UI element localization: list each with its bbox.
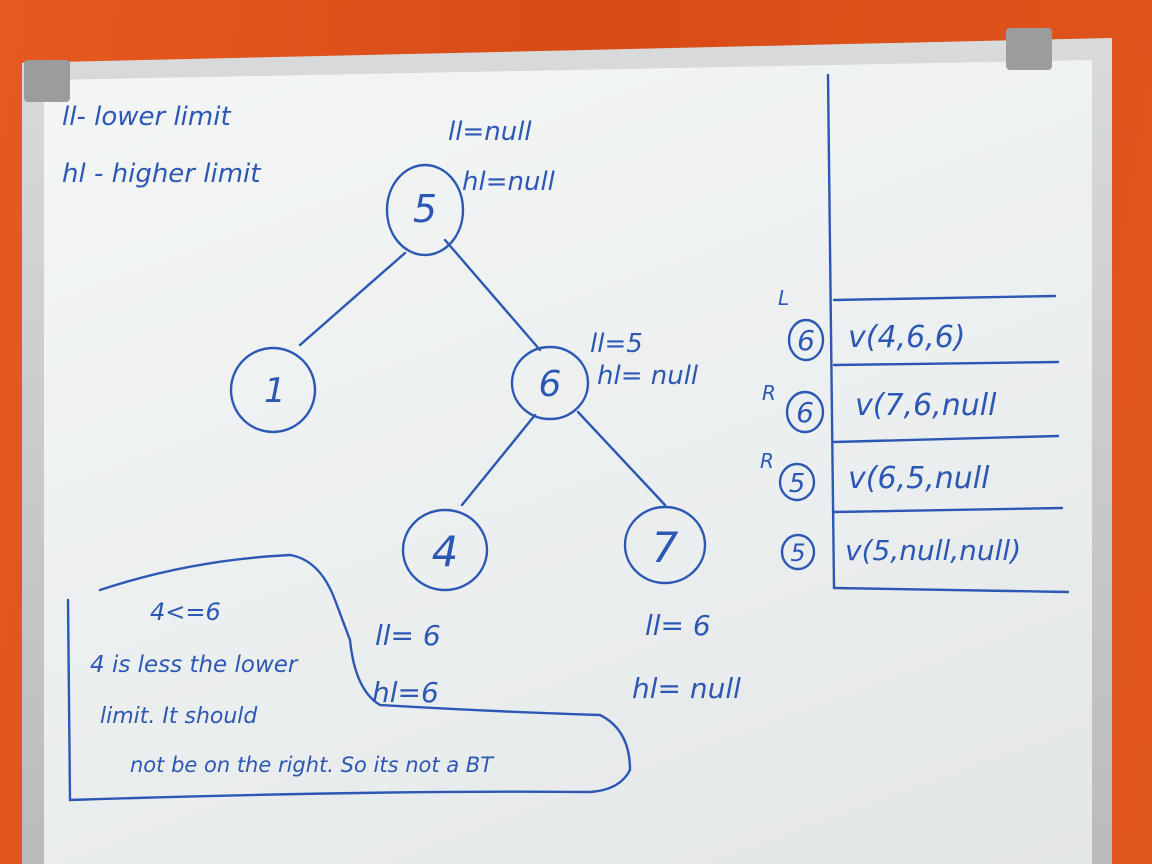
note-line-2: 4 is less the lower xyxy=(90,652,299,678)
node-circle xyxy=(229,346,317,434)
node-value: 5 xyxy=(413,187,437,231)
tree-node-left: 1 xyxy=(229,346,317,434)
note-line-1: 4<=6 xyxy=(150,598,221,626)
note-line-3: limit. It should xyxy=(100,704,258,729)
node4-higher-limit: hl=6 xyxy=(372,676,439,709)
frame-corner-top-right xyxy=(1006,28,1052,70)
frame-node: 6 xyxy=(796,396,814,429)
stack-line-1 xyxy=(832,294,1057,302)
frame-call: v(4,6,6) xyxy=(848,320,966,355)
node-circle xyxy=(385,163,465,257)
stack-line-2 xyxy=(832,360,1060,367)
stack-left-wall xyxy=(826,73,836,590)
right-higher-limit: hl= null xyxy=(597,361,699,391)
tree-edges xyxy=(298,238,667,507)
frame-call: v(6,5,null xyxy=(848,461,990,496)
frame-marker: R xyxy=(760,449,774,473)
node4-lower-limit: ll= 6 xyxy=(375,619,441,652)
frame-node: 5 xyxy=(790,539,805,567)
tree-node-right: 6 xyxy=(510,345,590,421)
stack-line-5 xyxy=(832,586,1070,594)
edge-5-1 xyxy=(298,251,407,347)
frame-corner-top-left xyxy=(24,60,70,102)
note-line-4: not be on the right. So its not a BT xyxy=(130,753,495,777)
whiteboard-surface xyxy=(44,60,1092,864)
stack-frame: R 5 v(6,5,null xyxy=(760,449,990,502)
node-value: 4 xyxy=(432,527,459,576)
legend-lower-limit: ll- lower limit xyxy=(62,102,231,132)
edge-6-7 xyxy=(576,410,667,507)
edge-6-4 xyxy=(460,413,537,507)
frame-call: v(5,null,null) xyxy=(845,534,1021,567)
root-lower-limit: ll=null xyxy=(448,117,532,147)
node7-lower-limit: ll= 6 xyxy=(645,609,711,642)
frame-node: 5 xyxy=(789,469,806,499)
stack-line-4 xyxy=(832,506,1064,514)
frame-node-circle xyxy=(785,390,825,434)
node7-higher-limit: hl= null xyxy=(632,672,741,705)
frame-node-circle xyxy=(787,318,825,362)
frame-node-circle xyxy=(780,533,816,571)
frame-node: 6 xyxy=(797,324,815,357)
stack-line-3 xyxy=(832,434,1060,444)
stack-frame: L 6 v(4,6,6) xyxy=(778,286,966,362)
legend-higher-limit: hl - higher limit xyxy=(62,159,261,189)
stack-frame: R 6 v(7,6,null xyxy=(762,381,997,434)
tree-node-root: 5 xyxy=(385,163,465,257)
node-value: 1 xyxy=(264,371,286,411)
node-circle xyxy=(623,505,707,585)
right-lower-limit: ll=5 xyxy=(590,329,643,359)
call-stack: L 6 v(4,6,6) R 6 v(7,6,null R 5 v(6,5,nu… xyxy=(760,73,1070,594)
edge-5-6 xyxy=(443,238,542,352)
node-value: 6 xyxy=(539,364,562,405)
frame-marker: R xyxy=(762,381,776,405)
explanation-note: 4<=6 4 is less the lower limit. It shoul… xyxy=(66,553,632,802)
frame-call: v(7,6,null xyxy=(855,388,997,423)
node-value: 7 xyxy=(652,523,679,572)
tree-node-right-left: 4 xyxy=(401,508,489,592)
stack-frame: 5 v(5,null,null) xyxy=(780,533,1021,571)
root-higher-limit: hl=null xyxy=(462,167,556,197)
frame-marker: L xyxy=(778,286,789,310)
note-outline xyxy=(66,553,632,802)
node-circle xyxy=(401,508,489,592)
frame-node-circle xyxy=(778,462,816,502)
node-circle xyxy=(510,345,590,421)
tree-node-right-right: 7 xyxy=(623,505,707,585)
